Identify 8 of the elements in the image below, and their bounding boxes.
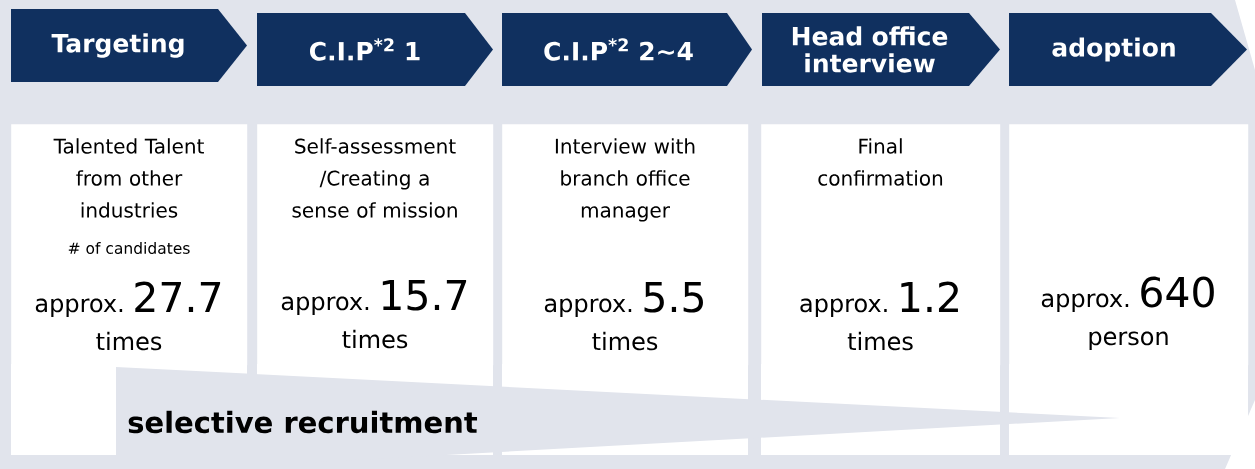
text-card: Final confirmation approx. 1.2 times <box>761 124 1001 455</box>
chevron-step: adoption <box>1009 13 1247 86</box>
chevron-step: Head office interview <box>762 13 1000 86</box>
chevron-step: Targeting <box>11 9 247 82</box>
chevron-step: C.I.P$^{*2}$ 1 <box>257 13 493 86</box>
funnel-wedge: selective recruitment <box>116 367 1120 463</box>
chevron-step: C.I.P$^{*2}$ 2~4 <box>502 13 752 86</box>
text-card: approx. 640 person <box>1009 124 1249 455</box>
